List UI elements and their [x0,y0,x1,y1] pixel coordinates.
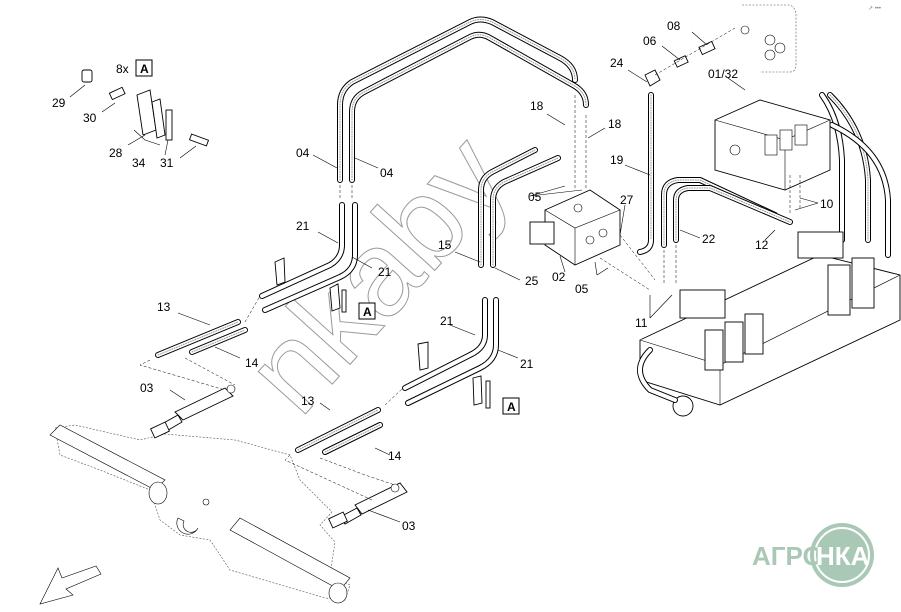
hose-04 [337,16,589,183]
callout-30: 30 [83,111,97,125]
hose-13-14-left [155,319,248,358]
multiplier-label: 8x [116,62,129,76]
callout-19: 19 [610,153,624,167]
callout-14b: 14 [388,449,402,463]
callout-05a: 05 [528,190,542,204]
assembly-lines [139,95,801,501]
svg-text:A: A [140,62,149,76]
callout-05b: 05 [575,282,589,296]
clamp-icons [274,257,491,409]
callout-21b: 21 [378,265,392,279]
logo-ring [814,527,870,583]
callout-03b: 03 [402,519,416,533]
logo-circle [810,523,874,587]
hose-13-14-right [295,407,383,455]
callout-27: 27 [620,193,634,207]
svg-text:A: A [363,305,372,319]
cylinder-03-left [150,384,236,439]
callout-0132: 01/32 [708,67,738,81]
roller-end [148,481,168,505]
callout-18b: 18 [608,117,622,131]
callout-25: 25 [525,274,539,288]
solenoid [529,221,555,245]
callout-06: 06 [643,34,657,48]
solenoid-block [679,289,726,319]
cylinder-03-right [328,482,408,529]
right-roller [229,517,351,591]
valve-block-02 [529,189,621,266]
callout-14a: 14 [245,356,259,370]
svg-text:A: A [507,400,516,414]
callout-12: 12 [755,238,769,252]
valve-block-main [637,231,901,417]
bracket-plate [740,4,797,73]
valve-block-0132-top [714,99,831,191]
logo-text-left: АГРО [752,541,823,571]
callout-34: 34 [132,156,146,170]
left-roller [49,424,166,491]
pipe-21-left [259,202,358,313]
hitch-ring [176,517,199,535]
callout-08: 08 [667,19,681,33]
direction-arrow-icon [39,565,102,605]
callout-22: 22 [702,232,716,246]
pressure-gauge [672,395,694,417]
callout-11: 11 [635,316,648,330]
callout-29: 29 [52,96,66,110]
callout-02: 02 [552,270,566,284]
chassis-frame [49,424,351,604]
callout-18a: 18 [530,99,544,113]
callout-31: 31 [160,156,174,170]
callout-10: 10 [820,197,834,211]
callout-04a: 04 [296,146,310,160]
callout-21a: 21 [296,219,310,233]
callout-03a: 03 [140,381,154,395]
ref-marker-a-low: A [502,397,520,415]
logo-text-right: НКА [816,541,870,571]
callout-labels: 29 30 28 34 31 04 04 21 21 21 21 13 13 1… [52,19,834,533]
frame-bolt [202,498,210,506]
ref-marker-a-mid: A [358,302,376,320]
pipe-21-right [402,297,499,406]
roller-end [328,582,348,604]
callout-24: 24 [610,56,624,70]
callout-21d: 21 [520,357,534,371]
leader-lines [69,31,819,523]
hose-block-right [819,92,891,258]
ref-marker-a-top: A 8x [116,59,153,77]
hose-19 [637,92,654,255]
fitting-24-06-08 [644,27,736,87]
callout-04b: 04 [380,166,394,180]
callout-13b: 13 [301,394,315,408]
callout-21c: 21 [440,314,454,328]
clamp-kit [81,69,210,147]
agro-nka-logo: АГРО НКА [752,523,874,587]
hose-12-22 [661,177,793,248]
callout-15: 15 [438,238,452,252]
callout-13a: 13 [157,300,171,314]
callout-28: 28 [109,146,123,160]
hose-15-25 [478,147,561,268]
corner-mark: ↗ ••• [868,6,881,12]
